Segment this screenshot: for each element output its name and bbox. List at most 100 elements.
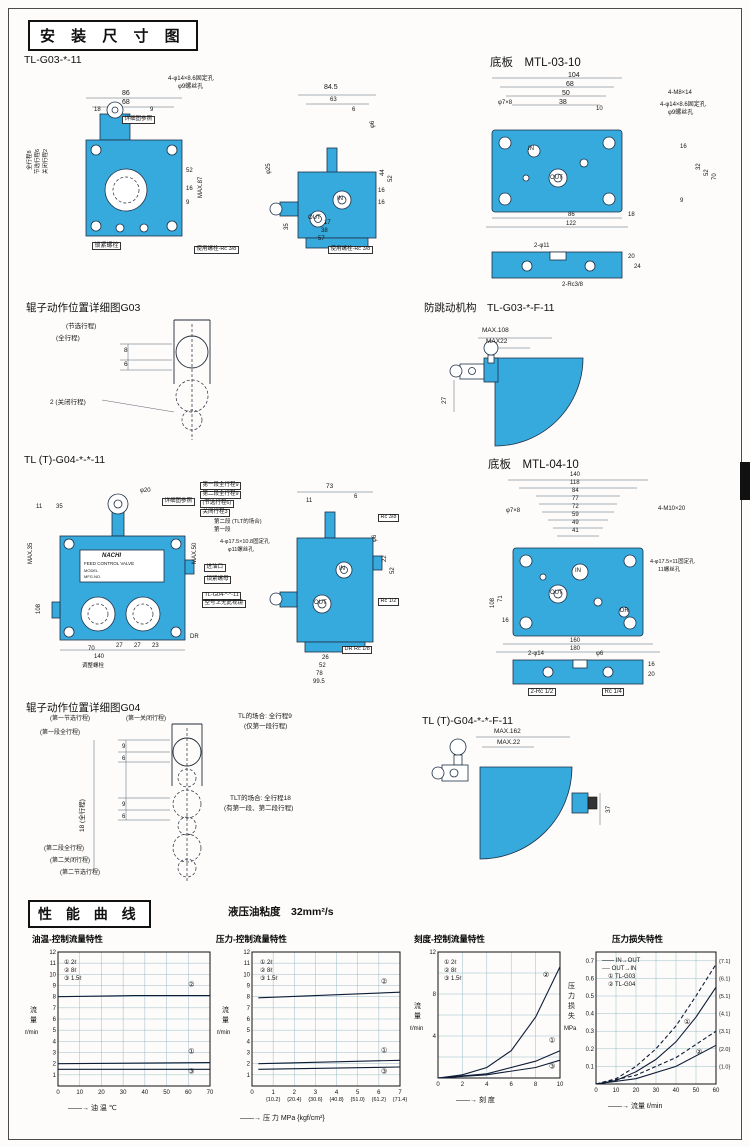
dim-label: IN (575, 568, 581, 574)
chart-text: 40 (673, 1088, 680, 1094)
chart-text: ① TL-G03 (608, 973, 636, 980)
dim-label: 18 (全行程) (79, 799, 86, 832)
install-dims-title-box: 安 装 尺 寸 图 (28, 20, 198, 51)
dim-label: (第二节选行程) (60, 870, 100, 876)
dim-label: 52 (704, 169, 710, 176)
dim-label: 26 (322, 655, 329, 661)
chart-text: 压力-控制流量特性 (216, 934, 287, 944)
dim-label: TLT的场合: 全行程18 (230, 795, 291, 802)
chart-text: 3 (53, 1051, 57, 1057)
label-roller-detail-g03: 辊子动作位置详细图G03 (26, 302, 141, 314)
chart-text: 5 (247, 1028, 251, 1034)
chart-text: 4 (247, 1039, 251, 1045)
dim-label: MAX.35 (28, 542, 34, 564)
dim-label: 9 (680, 198, 684, 204)
chart-text: ① 2ℓ (260, 959, 272, 966)
chart-text: ③ (381, 1068, 387, 1076)
dim-label: 2 (关闭行程) (50, 399, 86, 406)
dim-label: NACHI (102, 553, 121, 559)
chart-text: 7 (53, 1006, 57, 1012)
chart-text: {40.8} (329, 1097, 344, 1103)
chart-text: ③ 1.5ℓ (64, 975, 81, 982)
chart-text: ① (684, 1018, 690, 1026)
chart-text: 0 (56, 1090, 60, 1096)
section-tl-g04: TL (T)-G04-*-*-11 (22, 452, 472, 702)
chart-text: ——→ 压 力 MPa {kgf/cm²} (240, 1113, 325, 1122)
dim-label: (节选行程6) (200, 500, 234, 508)
dim-label: 72 (572, 504, 579, 510)
chart-text: 11 (50, 961, 57, 967)
chart-text: 10 (557, 1082, 564, 1088)
chart-text: 40 (142, 1090, 149, 1096)
chart-text: {5.1} (719, 994, 730, 1000)
mtl03-plate-drawing (486, 77, 628, 279)
chart-text: {1.0} (719, 1064, 730, 1070)
dim-label: 35 (284, 223, 290, 230)
dim-label: (第二段全行程) (44, 846, 84, 852)
chart-text: {30.6} (308, 1097, 323, 1103)
dim-label: 4-M10×20 (658, 506, 686, 512)
dim-label: 20 (648, 672, 655, 678)
chart-text: MPa (564, 1026, 577, 1032)
dim-label: Rc 1/4 (602, 688, 625, 697)
dim-label: 节选行程6 (35, 148, 41, 174)
chart-rect (437, 951, 561, 1079)
dim-label: 全行程8 (27, 150, 33, 170)
dim-label: 122 (566, 221, 577, 227)
chart-text: ② (696, 1049, 702, 1056)
chart-text: 50 (693, 1088, 700, 1094)
chart-text: {3.1} (719, 1029, 730, 1035)
chart-text: 9 (247, 984, 251, 990)
dim-label: 140 (570, 472, 581, 478)
dim-label: MAX.50 (192, 542, 198, 564)
chart-polyline (258, 991, 401, 999)
dim-label: 2-Rc3/8 (562, 282, 584, 288)
chart-text: {20.4} (287, 1097, 302, 1103)
chart-text: {6.1} (719, 976, 730, 982)
label-anti-jump-g03: 防跳动机构 TL-G03-*-F-11 (424, 302, 555, 314)
chart-text: 油温-控制流量特性 (32, 934, 103, 944)
label-tl-g04: TL (T)-G04-*-*-11 (24, 454, 106, 466)
dim-label: 关闭行程3 (200, 509, 231, 517)
dim-label: DR (190, 634, 199, 640)
section-tl-g03: TL-G03-*-11 8 (22, 52, 482, 302)
chart-text: 2 (461, 1082, 465, 1088)
chart-text: 3 (247, 1051, 251, 1057)
dim-label: MAX.162 (494, 728, 521, 735)
dim-label: 10 (596, 106, 603, 112)
chart-text: 12 (49, 950, 56, 956)
chart-text: ③ (549, 1063, 555, 1071)
chart-text: 0.5 (586, 994, 595, 1000)
dim-label: 16 (378, 200, 385, 206)
chart-text: 9 (53, 984, 57, 990)
dim-label: MODEL (84, 568, 99, 573)
dim-label: 4-φ17.5×11固定孔 (650, 559, 695, 565)
dim-label: 4-φ17.5×10.8固定孔 (220, 539, 270, 545)
dim-label: 第一段 (214, 527, 231, 533)
dim-label: 9 (150, 107, 154, 113)
chart-text: 3 (314, 1090, 318, 1096)
chart-text: 10 (76, 1090, 83, 1096)
dim-label: 18 (628, 212, 635, 218)
page-edge-tab (740, 462, 750, 500)
chart-text: 11 (244, 961, 251, 967)
dim-label: FEED CONTROL VALVE (84, 561, 135, 566)
dim-label: 27 (116, 643, 123, 649)
section-roller-detail-g04: 辊子动作位置详细图G04 (第一节选行程)(第一关闭行程)(第一段全行程)TL的… (22, 700, 412, 895)
chart-text: 2 (293, 1090, 297, 1096)
chart-text: 力 (568, 991, 575, 1000)
chart-text: 6 (53, 1017, 57, 1023)
dim-label: 35 (56, 504, 63, 510)
chart-text: 30 (653, 1088, 660, 1094)
chart-text: 0 (436, 1082, 440, 1088)
perf-title: 性 能 曲 线 (38, 906, 141, 922)
chart-text: ① (549, 1036, 555, 1044)
dim-label: 17 (324, 220, 331, 226)
chart-rect (251, 951, 401, 1087)
dim-label: 37 (605, 805, 612, 813)
dim-label: TL的场合: 全行程9 (238, 713, 292, 720)
dim-label: φ6 (370, 120, 376, 128)
